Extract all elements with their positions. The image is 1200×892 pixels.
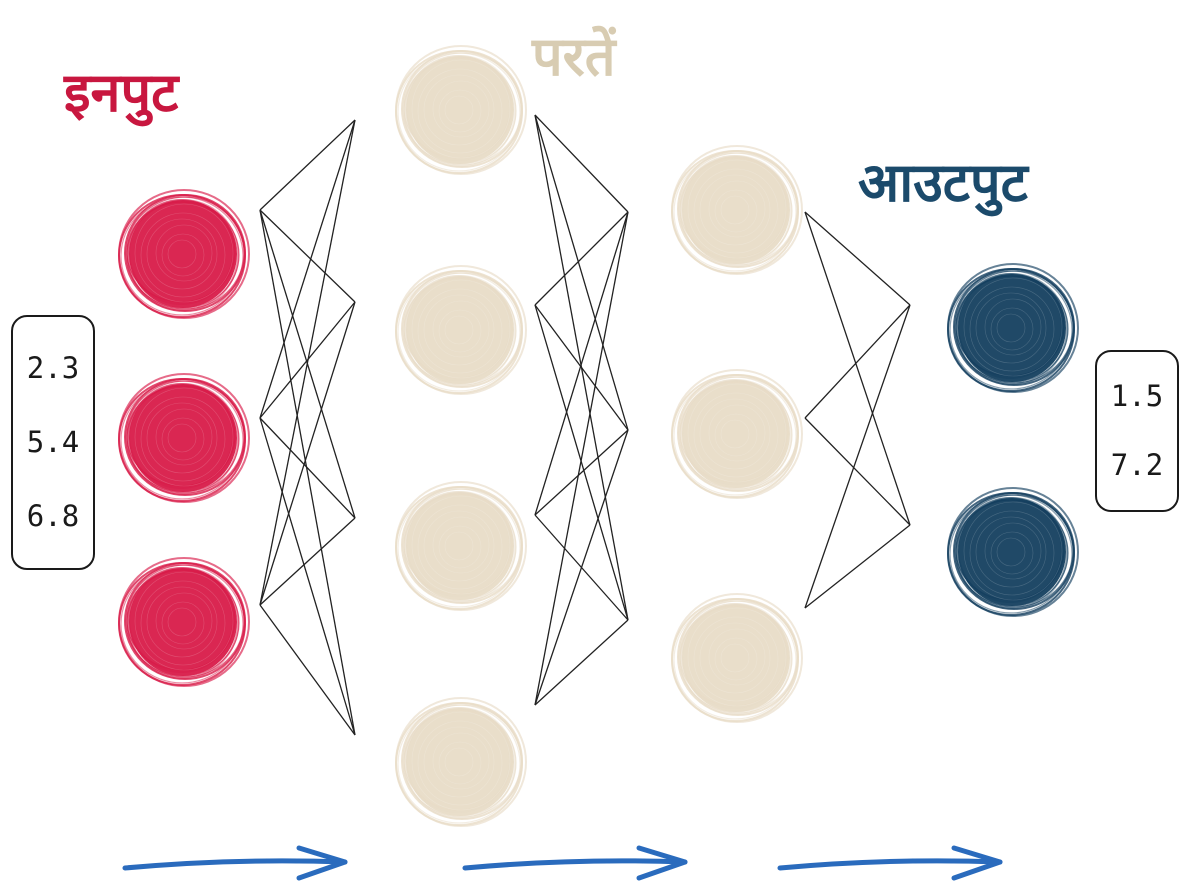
input-value: 5.4 xyxy=(26,424,80,459)
connection-line xyxy=(534,304,629,621)
output-value: 7.2 xyxy=(1110,448,1164,482)
connection-line xyxy=(259,209,356,736)
output-node xyxy=(947,263,1079,393)
input-node xyxy=(118,373,250,503)
connection-line xyxy=(534,429,629,516)
connection-line xyxy=(259,119,356,211)
connection-line xyxy=(259,517,356,606)
connection-line xyxy=(259,119,356,606)
connection-lines xyxy=(259,114,911,736)
connection-line xyxy=(534,114,629,431)
input-value: 6.8 xyxy=(26,499,80,534)
input-node xyxy=(118,557,250,687)
connection-line xyxy=(534,429,629,706)
connection-line xyxy=(534,211,629,706)
output-value: 1.5 xyxy=(1110,379,1164,413)
input-node xyxy=(118,189,250,319)
hidden-node xyxy=(395,45,527,175)
connection-line xyxy=(534,619,629,706)
output-vector: 1.5 7.2 xyxy=(1095,350,1179,512)
input-vector: 2.3 5.4 6.8 xyxy=(11,315,95,570)
network-nodes xyxy=(118,45,1079,827)
hidden-layers-title: परतें xyxy=(532,25,616,88)
hidden-node xyxy=(395,697,527,827)
connection-line xyxy=(534,211,629,516)
connection-line xyxy=(259,119,356,419)
hidden-node xyxy=(395,481,527,611)
input-layer-title: इनपुट xyxy=(64,61,179,124)
hidden-node xyxy=(671,593,803,723)
connection-line xyxy=(259,417,356,519)
flow-arrow xyxy=(122,845,348,881)
connection-line xyxy=(259,301,356,606)
connection-line xyxy=(534,304,629,431)
output-node xyxy=(947,487,1079,617)
connection-line xyxy=(259,604,356,736)
flow-arrow xyxy=(462,845,688,881)
connection-line xyxy=(804,304,911,609)
hidden-node xyxy=(671,145,803,275)
hidden-node xyxy=(671,369,803,499)
flow-arrows xyxy=(122,845,1003,881)
output-layer-title: आउटपुट xyxy=(858,151,1028,214)
connection-line xyxy=(804,417,911,526)
connection-line xyxy=(259,209,356,303)
connection-line xyxy=(804,524,911,609)
connection-line xyxy=(804,211,911,306)
connection-line xyxy=(534,211,629,306)
input-value: 2.3 xyxy=(26,350,80,385)
connection-line xyxy=(804,304,911,419)
flow-arrow xyxy=(777,845,1003,881)
connection-line xyxy=(534,114,629,213)
connection-line xyxy=(804,211,911,526)
connection-line xyxy=(259,417,356,736)
hidden-node xyxy=(395,265,527,395)
